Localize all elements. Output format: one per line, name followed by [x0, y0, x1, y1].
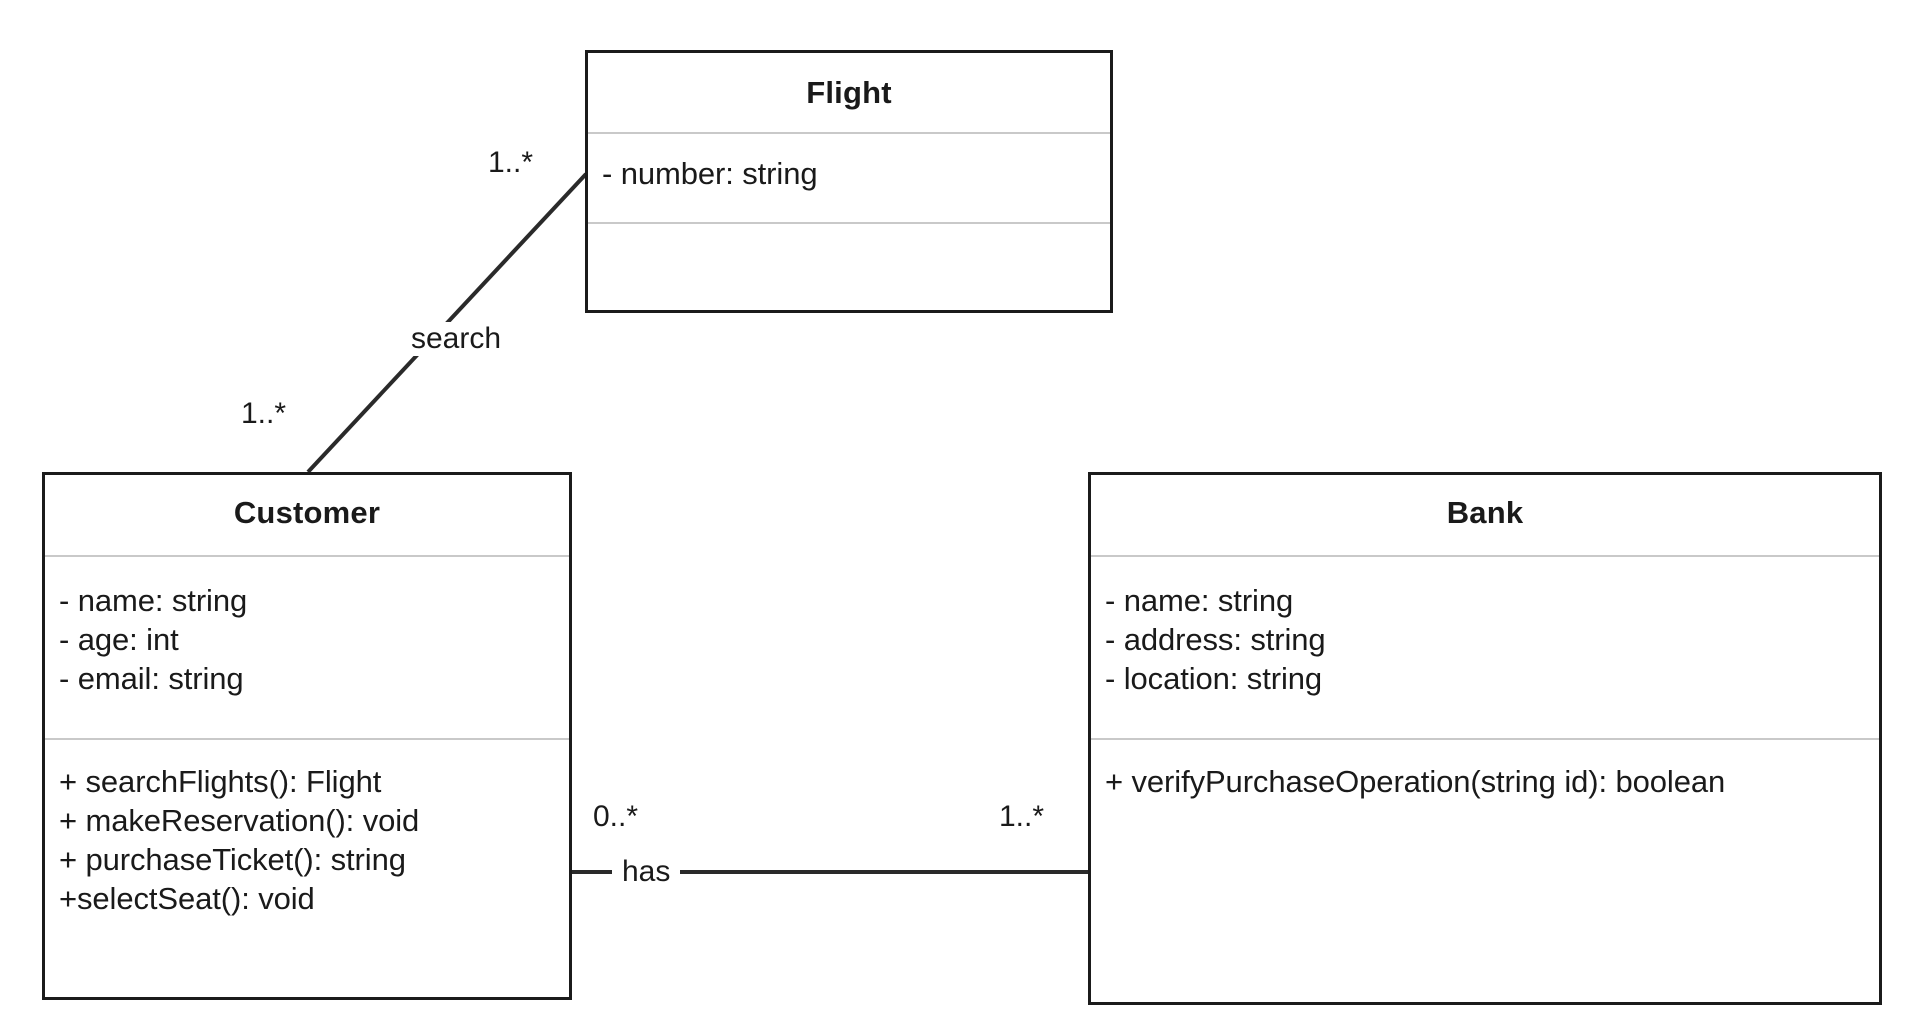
- class-name-flight: Flight: [806, 75, 892, 110]
- operation-list-bank: + verifyPurchaseOperation(string id): bo…: [1105, 762, 1879, 801]
- class-title-compartment-customer: Customer: [45, 475, 569, 555]
- operation-item: + makeReservation(): void: [59, 803, 420, 838]
- attribute-item: - location: string: [1105, 661, 1323, 696]
- operation-item: + purchaseTicket(): string: [59, 842, 406, 877]
- class-attributes-compartment-flight: - number: string: [588, 132, 1110, 222]
- multiplicity-customer-has-end: 0..*: [593, 800, 639, 833]
- multiplicity-customer-search-end: 1..*: [241, 397, 287, 430]
- class-title-compartment-flight: Flight: [588, 53, 1110, 132]
- operation-list-customer: + searchFlights(): Flight + makeReservat…: [59, 762, 569, 918]
- operation-item: +selectSeat(): void: [59, 881, 315, 916]
- class-name-customer: Customer: [233, 495, 381, 530]
- multiplicity-flight-end: 1..*: [488, 146, 534, 179]
- attribute-item: - age: int: [59, 622, 179, 657]
- class-operations-compartment-bank: + verifyPurchaseOperation(string id): bo…: [1091, 738, 1879, 1002]
- class-operations-compartment-flight: [588, 222, 1110, 310]
- class-title-compartment-bank: Bank: [1091, 475, 1879, 555]
- class-attributes-compartment-customer: - name: string - age: int - email: strin…: [45, 555, 569, 738]
- class-operations-compartment-customer: + searchFlights(): Flight + makeReservat…: [45, 738, 569, 997]
- association-label-has: has: [612, 855, 681, 889]
- attribute-list-bank: - name: string - address: string - locat…: [1105, 581, 1879, 698]
- operation-item: + searchFlights(): Flight: [59, 764, 382, 799]
- association-label-search: search: [403, 322, 510, 356]
- attribute-item: - address: string: [1105, 622, 1326, 657]
- attribute-list-customer: - name: string - age: int - email: strin…: [59, 581, 569, 698]
- attribute-list-flight: - number: string: [602, 154, 1110, 193]
- class-name-bank: Bank: [1446, 495, 1524, 530]
- multiplicity-bank-has-end: 1..*: [999, 800, 1045, 833]
- operation-item: + verifyPurchaseOperation(string id): bo…: [1105, 764, 1726, 799]
- attribute-item: - number: string: [602, 156, 818, 191]
- class-attributes-compartment-bank: - name: string - address: string - locat…: [1091, 555, 1879, 738]
- attribute-item: - email: string: [59, 661, 244, 696]
- class-box-flight[interactable]: Flight - number: string: [585, 50, 1113, 313]
- class-box-customer[interactable]: Customer - name: string - age: int - ema…: [42, 472, 572, 1000]
- attribute-item: - name: string: [1105, 583, 1294, 618]
- class-box-bank[interactable]: Bank - name: string - address: string - …: [1088, 472, 1882, 1005]
- attribute-item: - name: string: [59, 583, 248, 618]
